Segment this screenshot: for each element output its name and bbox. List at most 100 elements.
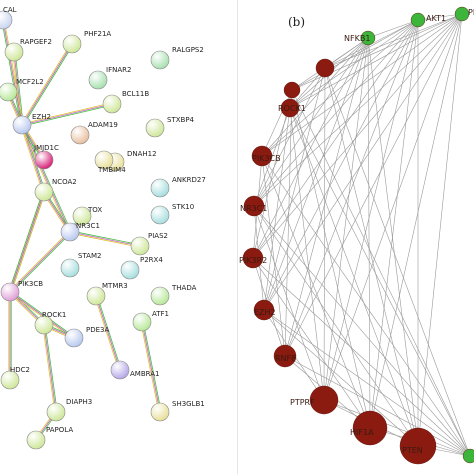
string-edge	[10, 232, 72, 294]
hub-node-r1	[315, 58, 335, 78]
panel-b-label: (b)	[288, 15, 305, 29]
string-node-diaph3	[46, 402, 66, 422]
string-node-label: TMBIM4	[97, 166, 126, 174]
string-node-rapgef2	[4, 42, 24, 62]
string-network-panel: CALRAPGEF2PHF21AIFNAR2RALGPS2MCF2L2EZH2B…	[0, 6, 206, 450]
string-edge	[21, 103, 113, 126]
hub-node-ptprf	[309, 385, 339, 415]
string-node-ambra1	[110, 360, 130, 380]
string-edge	[141, 321, 161, 413]
string-node-tmbim4	[94, 150, 114, 170]
string-node-label: PIAS2	[148, 232, 168, 240]
string-node-stxbp4	[145, 118, 165, 138]
string-node-label: CAL	[3, 6, 17, 14]
string-node-label: PDE3A	[86, 326, 109, 334]
hub-edge	[263, 309, 471, 457]
string-node-adam19	[70, 125, 90, 145]
string-edge	[21, 124, 71, 233]
hub-edge	[417, 13, 463, 21]
string-node-label: MTMR3	[102, 282, 128, 290]
string-edge	[44, 324, 58, 412]
string-edge	[70, 230, 141, 246]
hub-edge	[253, 205, 419, 447]
string-node-papola	[26, 430, 46, 450]
hub-node-pik3cb	[251, 145, 273, 167]
hub-edge	[261, 19, 419, 157]
string-node-cal	[0, 10, 13, 30]
string-edge	[9, 291, 75, 339]
hub-nodes: AKT1PIK3NFKB1ROCK1PIK3CBNR3C1PIK3R2EZH2R…	[239, 6, 474, 465]
string-node-label: ANKRD27	[172, 176, 206, 184]
hub-edge	[284, 19, 419, 357]
string-node-label: JMJD1C	[33, 144, 59, 152]
string-node-label: TOX	[87, 206, 102, 214]
string-edge	[95, 295, 121, 371]
hub-edge	[369, 19, 419, 429]
string-node-nr3c1	[60, 222, 80, 242]
hub-node-label: PTPRF	[290, 398, 315, 407]
string-node-jmjd1c	[34, 150, 54, 170]
hub-edge	[324, 67, 419, 447]
hub-node-label: PIK3R2	[239, 256, 267, 265]
string-edge	[10, 290, 75, 338]
hub-edge	[367, 37, 371, 429]
hub-edge	[369, 13, 463, 429]
string-node-label: MCF2L2	[16, 78, 44, 86]
string-node-stk10	[150, 205, 170, 225]
string-node-thada	[150, 286, 170, 306]
hub-edge	[252, 89, 293, 259]
hub-node-hif1a	[352, 410, 388, 446]
hub-edge	[253, 37, 369, 207]
string-edge	[14, 51, 24, 125]
string-node-label: STAM2	[78, 252, 101, 260]
hub-node-label: PIK3CB	[252, 154, 281, 163]
string-node-mtmr3	[86, 286, 106, 306]
string-node-p2rx4	[120, 260, 140, 280]
hub-node-nr3c1	[243, 195, 265, 217]
hub-node-label: RNF8	[275, 354, 296, 363]
string-node-label: BCL11B	[122, 90, 149, 98]
hub-edge	[252, 37, 369, 259]
string-node-label: THADA	[171, 284, 197, 292]
string-node-sh3glb1	[150, 402, 170, 422]
hub-edge	[261, 155, 286, 357]
string-edge	[96, 295, 122, 370]
string-node-pde3a	[64, 328, 84, 348]
string-edge	[69, 231, 141, 247]
string-node-ifnar2	[88, 70, 108, 90]
hub-node-label: PTEN	[402, 446, 423, 455]
panel-divider	[237, 0, 238, 474]
string-edge	[21, 102, 112, 125]
hub-edge	[253, 205, 325, 401]
string-node-label: SH3GLB1	[172, 400, 205, 408]
hub-edge	[253, 13, 463, 207]
hub-edge	[324, 67, 471, 457]
hub-edge	[263, 107, 291, 311]
string-node-pik3cb	[0, 282, 20, 302]
hub-node-rnf8	[273, 344, 297, 368]
hub-node-g4	[462, 448, 474, 464]
string-node-tox	[72, 206, 92, 226]
hub-edge	[367, 19, 419, 39]
hub-edge	[284, 13, 463, 357]
hub-edge	[284, 37, 369, 357]
string-node-label: STK10	[172, 203, 194, 211]
hub-node-akt1	[410, 12, 426, 28]
string-node-label: ADAM19	[88, 121, 118, 129]
string-edge	[9, 231, 71, 293]
string-edge	[1, 20, 22, 126]
hub-edge	[261, 37, 369, 157]
string-edge	[8, 230, 70, 292]
string-node-label: IFNAR2	[106, 66, 131, 74]
string-node-bcl11b	[102, 94, 122, 114]
string-node-mcf2l2	[0, 82, 18, 102]
string-edge	[9, 292, 74, 340]
hub-edge	[367, 37, 419, 447]
string-node-ncoa2	[34, 182, 54, 202]
hub-node-label: EZH2	[254, 308, 276, 317]
string-node-pias2	[130, 236, 150, 256]
hub-edge	[252, 257, 471, 457]
hub-edge	[252, 13, 463, 259]
hub-edge	[253, 205, 471, 457]
string-node-label: ATF1	[152, 310, 169, 318]
